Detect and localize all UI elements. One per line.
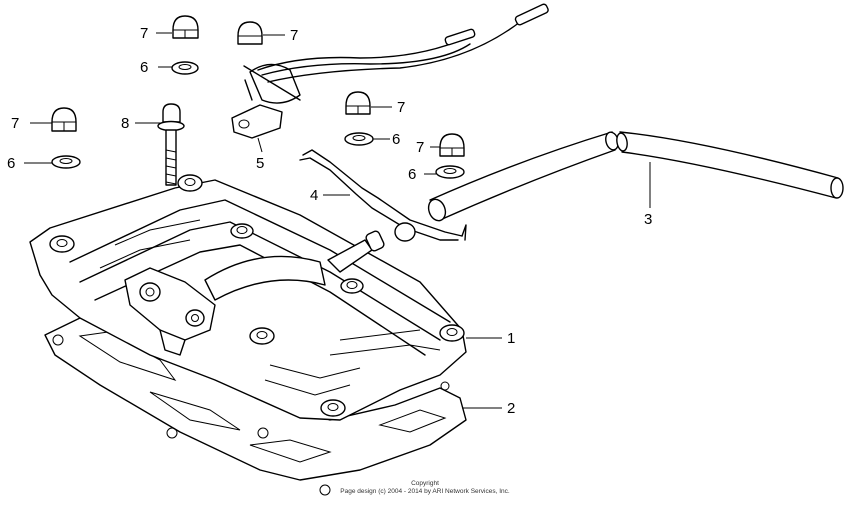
acorn-nuts-part-7 — [51, 15, 465, 157]
callout-8: 8 — [121, 115, 129, 132]
acorn-nut — [345, 91, 371, 115]
washer — [344, 132, 374, 146]
rocker-cover-part-1 — [29, 174, 467, 421]
callout-4: 4 — [310, 187, 318, 204]
stud-bolt-part-8 — [157, 103, 185, 186]
copyright-notice: Copyright Page design (c) 2004 - 2014 by… — [340, 480, 510, 495]
acorn-nut — [172, 15, 199, 39]
callout-6: 6 — [140, 59, 148, 76]
callout-1: 1 — [507, 330, 515, 347]
callout-6: 6 — [408, 166, 416, 183]
wire-clamp-part-5 — [231, 3, 549, 139]
acorn-nut — [237, 21, 263, 45]
washers-part-6 — [51, 61, 465, 179]
callout-6: 6 — [392, 131, 400, 148]
washer — [51, 155, 81, 169]
callout-7: 7 — [416, 139, 424, 156]
acorn-nut — [51, 107, 77, 132]
callout-7: 7 — [140, 25, 148, 42]
acorn-nut — [439, 133, 465, 157]
spring-clip-part-4 — [299, 149, 467, 242]
copyright-title: Copyright — [411, 480, 439, 487]
callout-7: 7 — [290, 27, 298, 44]
washer — [435, 165, 465, 179]
callout-5: 5 — [256, 155, 264, 172]
callout-2: 2 — [507, 400, 515, 417]
callout-labels: 7 7 6 7 8 6 7 6 7 6 5 4 3 1 2 — [7, 25, 652, 417]
copyright-line: Page design (c) 2004 - 2014 by ARI Netwo… — [340, 488, 510, 495]
breather-hose-part-3 — [427, 131, 844, 222]
leader-lines — [24, 32, 651, 409]
callout-7: 7 — [11, 115, 19, 132]
callout-3: 3 — [644, 211, 652, 228]
callout-7: 7 — [397, 99, 405, 116]
callout-6: 6 — [7, 155, 15, 172]
washer — [171, 61, 199, 75]
